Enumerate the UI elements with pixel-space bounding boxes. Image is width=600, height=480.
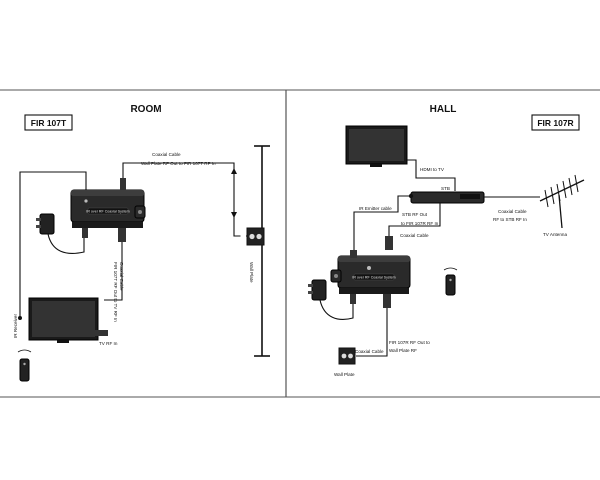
hall-coaxial-right-label: Coaxial Cable [498,209,527,214]
fir107t-power-connector [82,228,88,238]
fir107r-model-box: FIR 107R [531,114,580,131]
hall-hdmi-cable [407,159,456,191]
hall-stb-device [410,191,485,204]
room-power-cable [47,233,85,254]
hall-rf-out-label-1: FIR 107R RF Out to [389,340,430,345]
fir107t-model-box: FIR 107T [24,114,73,131]
fir107r-device: IR over RF Coaxial System [330,255,411,294]
hall-rf-out-to-wallplate-cable [356,308,388,357]
hall-tv-antenna-label: TV Antenna [543,232,567,237]
hall-stb-rf-out-cable [388,203,441,240]
room-heading: ROOM [130,104,161,115]
room-tv-icon [28,297,99,343]
hall-coaxial-small-label: Coaxial Cable [355,349,384,354]
hall-tv-antenna-icon [539,174,585,229]
room-rf-out-cable [104,242,123,301]
room-rf-out-tv-label: FIR 107T RF Out to TV RF In [113,262,118,322]
hall-tv-icon [345,125,408,167]
fir107r-power-connector [350,294,356,304]
room-wall-plate-icon [246,227,265,246]
room-coaxial-desc: Wall Plate RF Out to FIR 107T RF In [141,161,216,166]
room-ir-receiver-label: IR Receiver [13,314,18,338]
hall-rf-out-label-2: Wall Plate RF [389,348,417,353]
room-coaxial-title: Coaxial Cable [152,152,181,157]
room-wall [254,145,270,357]
hall-hdmi-label: HDMI to TV [420,167,445,172]
fir107r-rf-in-connector [385,236,393,250]
hall-ir-emitter-cable [353,195,411,254]
hall-stb-rf-out-label: STB RF Out [402,212,428,217]
fir107r-brand-text: IR over RF Coaxial System [352,276,395,280]
room-remote-icon [19,358,30,382]
room-tv-rf-in-label: TV RF In [99,341,118,346]
fir107r-rf-out-connector [383,294,391,308]
hall-heading: HALL [430,104,457,115]
room-tv-rf-plug [94,330,108,336]
hall-rf-to-stb-label: RF to STB RF In [493,217,527,222]
room-wall-plate-label: Wall Plate [249,262,254,283]
hall-wall-plate-icon [338,347,356,365]
hall-wall-plate-label: Wall Plate [334,372,355,377]
fir107t-brand-text: IR over RF Coaxial System [86,210,129,214]
hall-to-fir107r-label: to FIR 107R RF In [401,221,439,226]
fir107t-rf-out-connector [118,228,126,242]
hall-remote-signal-icon [443,267,458,271]
hall-power-adapter [308,279,327,301]
hall-ir-emitter-head [408,193,414,199]
hall-coaxial-label: Coaxial Cable [400,233,429,238]
room-remote-signal-icon [17,349,32,353]
room-power-adapter [36,213,55,235]
fir107t-rf-in-connector [120,178,126,190]
fir107t-device: IR over RF Coaxial System [70,189,146,228]
hall-stb-label: STB [441,186,450,191]
room-rf-coaxial-label: Coaxial Cable [119,262,124,291]
hall-power-cable [319,299,354,320]
room-cable-arrow-up [231,168,237,174]
hall-remote-icon [445,274,456,296]
room-cable-arrow-mid [231,212,237,218]
fir107r-ir-port [350,250,357,258]
room-ir-receiver-cable [19,171,87,318]
fir107r-model-label: FIR 107R [537,118,573,128]
hall-ir-emitter-label: IR Emitter cable [359,206,392,211]
fir107t-model-label: FIR 107T [31,118,67,128]
